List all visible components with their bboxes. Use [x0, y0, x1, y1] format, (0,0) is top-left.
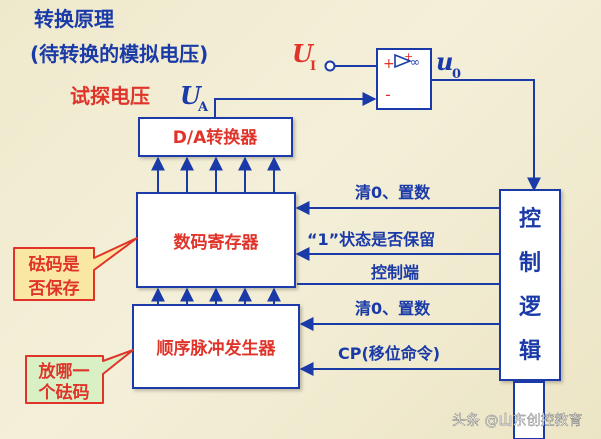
signal-clear-set-register: 清0、置数: [355, 183, 431, 202]
comparator-plus-input: +: [383, 56, 395, 72]
input-terminal: [324, 60, 336, 72]
sequencer-label: 顺序脉冲发生器: [157, 338, 277, 359]
signal-keep-state: “1”状态是否保留: [307, 230, 435, 249]
svg-text:u: u: [436, 47, 453, 76]
svg-text:0: 0: [452, 67, 461, 82]
callout-weight-place: 放哪一 个砝码: [25, 349, 134, 404]
input-voltage-symbol: U I: [292, 39, 316, 74]
sequencer-block: [132, 304, 300, 389]
comparator-output-wire: [431, 79, 541, 192]
svg-text:逻: 逻: [519, 295, 542, 320]
register-to-dac-bus: [151, 156, 281, 193]
comparator-plus-output: +: [404, 50, 413, 63]
control-logic-lower-stub: [513, 381, 545, 439]
signal-control-end: 控制端: [371, 263, 419, 282]
svg-text:辑: 辑: [519, 338, 541, 364]
signal-cp-shift: CP(移位命令): [338, 344, 440, 363]
comparator-triangle-icon: [394, 53, 413, 69]
svg-text:个砝码: 个砝码: [38, 382, 90, 403]
register-label: 数码寄存器: [174, 232, 260, 253]
dac-label: D/A转换器: [173, 127, 258, 148]
comparator-infinity-icon: ∞: [410, 55, 420, 69]
signal-clear-set-sequencer: 清0、置数: [355, 299, 431, 318]
watermark-text: 头条 @山东创控教育: [452, 412, 582, 429]
trial-voltage-label: 试探电压: [70, 84, 150, 108]
svg-text:制: 制: [519, 251, 541, 276]
input-voltage-description: (待转换的模拟电压): [30, 42, 208, 66]
svg-text:否保存: 否保存: [28, 278, 80, 299]
svg-text:U: U: [180, 81, 203, 110]
control-signal-lines: [295, 201, 500, 376]
svg-text:I: I: [310, 59, 316, 74]
comparator: + - + ∞: [376, 48, 432, 110]
svg-text:U: U: [292, 39, 315, 68]
dac-block: [138, 117, 293, 157]
svg-text:放哪一: 放哪一: [38, 361, 90, 382]
comparator-minus-input: -: [385, 85, 391, 104]
callout-weight-keep: 砝码是 否保存: [13, 237, 138, 301]
comparator-output-symbol: u 0: [436, 47, 461, 82]
trial-voltage-symbol: U A: [180, 81, 209, 115]
sequencer-to-register-bus: [151, 287, 281, 305]
register-block: [136, 192, 296, 288]
control-logic-label: 控 制 逻 辑: [519, 206, 542, 364]
svg-text:砝码是: 砝码是: [29, 254, 80, 275]
diagram-title: 转换原理: [34, 7, 114, 31]
svg-text:A: A: [197, 100, 209, 115]
dac-output-wire: [214, 92, 377, 118]
svg-text:控: 控: [519, 206, 541, 232]
